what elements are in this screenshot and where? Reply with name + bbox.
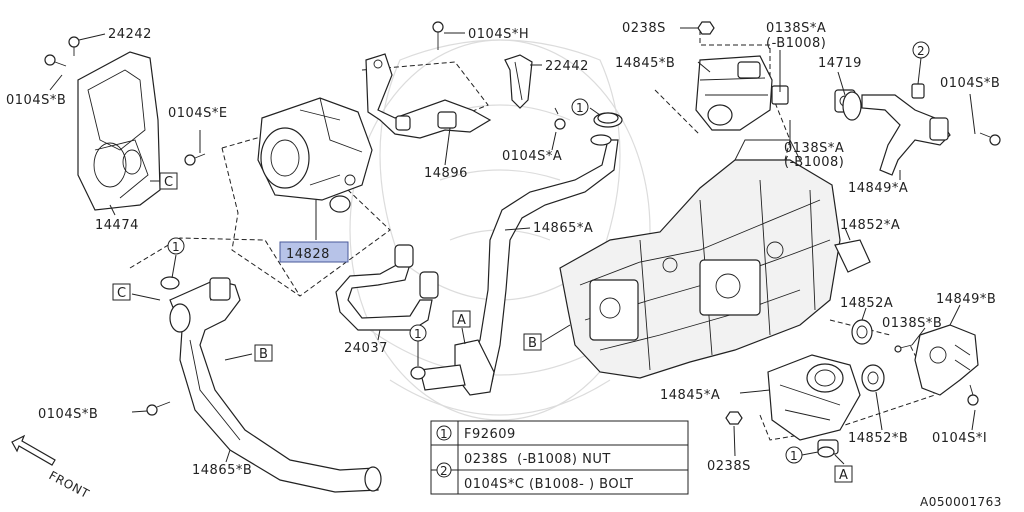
gasket-14852a — [851, 319, 873, 345]
label-0238s-top: 0238S — [622, 21, 666, 36]
label-14865b: 14865*B — [192, 463, 252, 478]
svg-text:A: A — [839, 468, 848, 483]
circled-2-top: 2 — [912, 41, 930, 59]
callout-c-1: C — [159, 172, 178, 190]
highlight-box — [279, 241, 349, 263]
label-0104sa: 0104S*A — [502, 149, 562, 164]
legend-row-2-key: 2 — [440, 464, 448, 478]
label-24037: 24037 — [344, 341, 388, 356]
bracket-22442 — [504, 54, 533, 109]
valve-14845a — [767, 354, 861, 455]
label-reference-code: A050001763 — [920, 495, 1002, 509]
dashed-outline-14845b — [699, 30, 791, 161]
legend-table: 1 F92609 2 0238S (-B1008) NUT 0104S*C (B… — [430, 420, 689, 495]
label-0138sa-top: 0138S*A — [766, 21, 826, 36]
svg-text:1: 1 — [790, 449, 798, 463]
highlight-14828: 14828 — [279, 241, 349, 263]
legend-row-2-text: 0238S (-B1008) NUT — [464, 452, 611, 467]
engine-block — [559, 139, 841, 379]
gasket-14852a-r — [834, 239, 871, 273]
legend-row-1-text: F92609 — [464, 427, 516, 442]
callout-b-1: B — [254, 344, 273, 362]
label-0104sb-tl: 0104S*B — [6, 93, 66, 108]
leader-lines — [49, 27, 976, 465]
svg-text:C: C — [117, 286, 127, 301]
svg-text:B: B — [259, 347, 268, 362]
callout-b-2: B — [523, 333, 542, 351]
label-0104sb-tr: 0104S*B — [940, 76, 1000, 91]
circled-1-left: 1 — [167, 237, 185, 255]
hose-24037 — [335, 244, 439, 331]
front-label: FRONT — [47, 468, 92, 501]
label-0238s-bot: 0238S — [707, 459, 751, 474]
pipe-14849b — [914, 324, 979, 396]
legend-row-3-text: 0104S*C (B1008- ) BOLT — [464, 477, 633, 492]
fasteners — [44, 21, 1001, 458]
air-pump-14828 — [257, 97, 373, 213]
label-0138sa-mid: 0138S*A — [784, 141, 844, 156]
svg-text:1: 1 — [414, 327, 422, 341]
svg-text:A: A — [457, 313, 466, 328]
svg-text:1: 1 — [172, 240, 180, 254]
bracket-14896 — [365, 53, 492, 139]
gasket-14852b — [861, 364, 885, 392]
svg-text:B: B — [528, 336, 537, 351]
label-14474: 14474 — [95, 218, 139, 233]
legend-row-3: 0104S*C (B1008- ) BOLT — [464, 477, 633, 492]
label-14852a: 14852A — [840, 296, 893, 311]
label-14845a: 14845*A — [660, 388, 720, 403]
dashed-outline-24037 — [129, 237, 301, 297]
valve-14845b — [695, 55, 789, 131]
svg-text:1: 1 — [576, 101, 584, 115]
label-14828: 14828 — [286, 247, 330, 262]
circled-1-mid: 1 — [409, 324, 427, 342]
label-14845b: 14845*B — [615, 56, 675, 71]
label-14852a-r: 14852*A — [840, 218, 900, 233]
label-0138sa-mid-note: (-B1008) — [784, 155, 844, 170]
pipe-14865b — [169, 277, 382, 493]
heat-shield-14474 — [77, 51, 161, 211]
label-14719: 14719 — [818, 56, 862, 71]
label-14849b: 14849*B — [936, 292, 996, 307]
label-0104sb-bl: 0104S*B — [38, 407, 98, 422]
circled-1-top: 1 — [571, 98, 589, 116]
legend-row-2: 2 0238S (-B1008) NUT — [436, 452, 611, 478]
dashed-outline-14845b-2 — [654, 89, 701, 136]
legend-row-1-key: 1 — [440, 427, 448, 441]
circled-1-bottom: 1 — [785, 446, 803, 464]
dashed-outline-14845a-2 — [829, 319, 891, 336]
label-0104sh: 0104S*H — [468, 27, 529, 42]
callout-c-2: C — [112, 283, 131, 301]
part-labels: 24242 0104S*H 0238S 0138S*A (-B1008) 224… — [6, 21, 1002, 509]
svg-text:C: C — [164, 175, 174, 190]
label-0138sa-top-note: (-B1008) — [766, 36, 826, 51]
label-14849a: 14849*A — [848, 181, 908, 196]
label-22442: 22442 — [545, 59, 589, 74]
front-indicator: FRONT — [11, 434, 92, 501]
legend-row-1: 1 F92609 — [436, 425, 516, 442]
label-24242: 24242 — [108, 27, 152, 42]
callout-a-1: A — [452, 310, 471, 328]
label-0104se: 0104S*E — [168, 106, 228, 121]
svg-text:2: 2 — [917, 44, 925, 58]
label-14865a: 14865*A — [533, 221, 593, 236]
gaskets — [834, 91, 885, 392]
callout-a-2: A — [834, 465, 853, 483]
label-0138sb: 0138S*B — [882, 316, 942, 331]
label-14896: 14896 — [424, 166, 468, 181]
label-0104si: 0104S*I — [932, 431, 987, 446]
label-14852b: 14852*B — [848, 431, 908, 446]
front-arrow-icon — [11, 434, 56, 466]
